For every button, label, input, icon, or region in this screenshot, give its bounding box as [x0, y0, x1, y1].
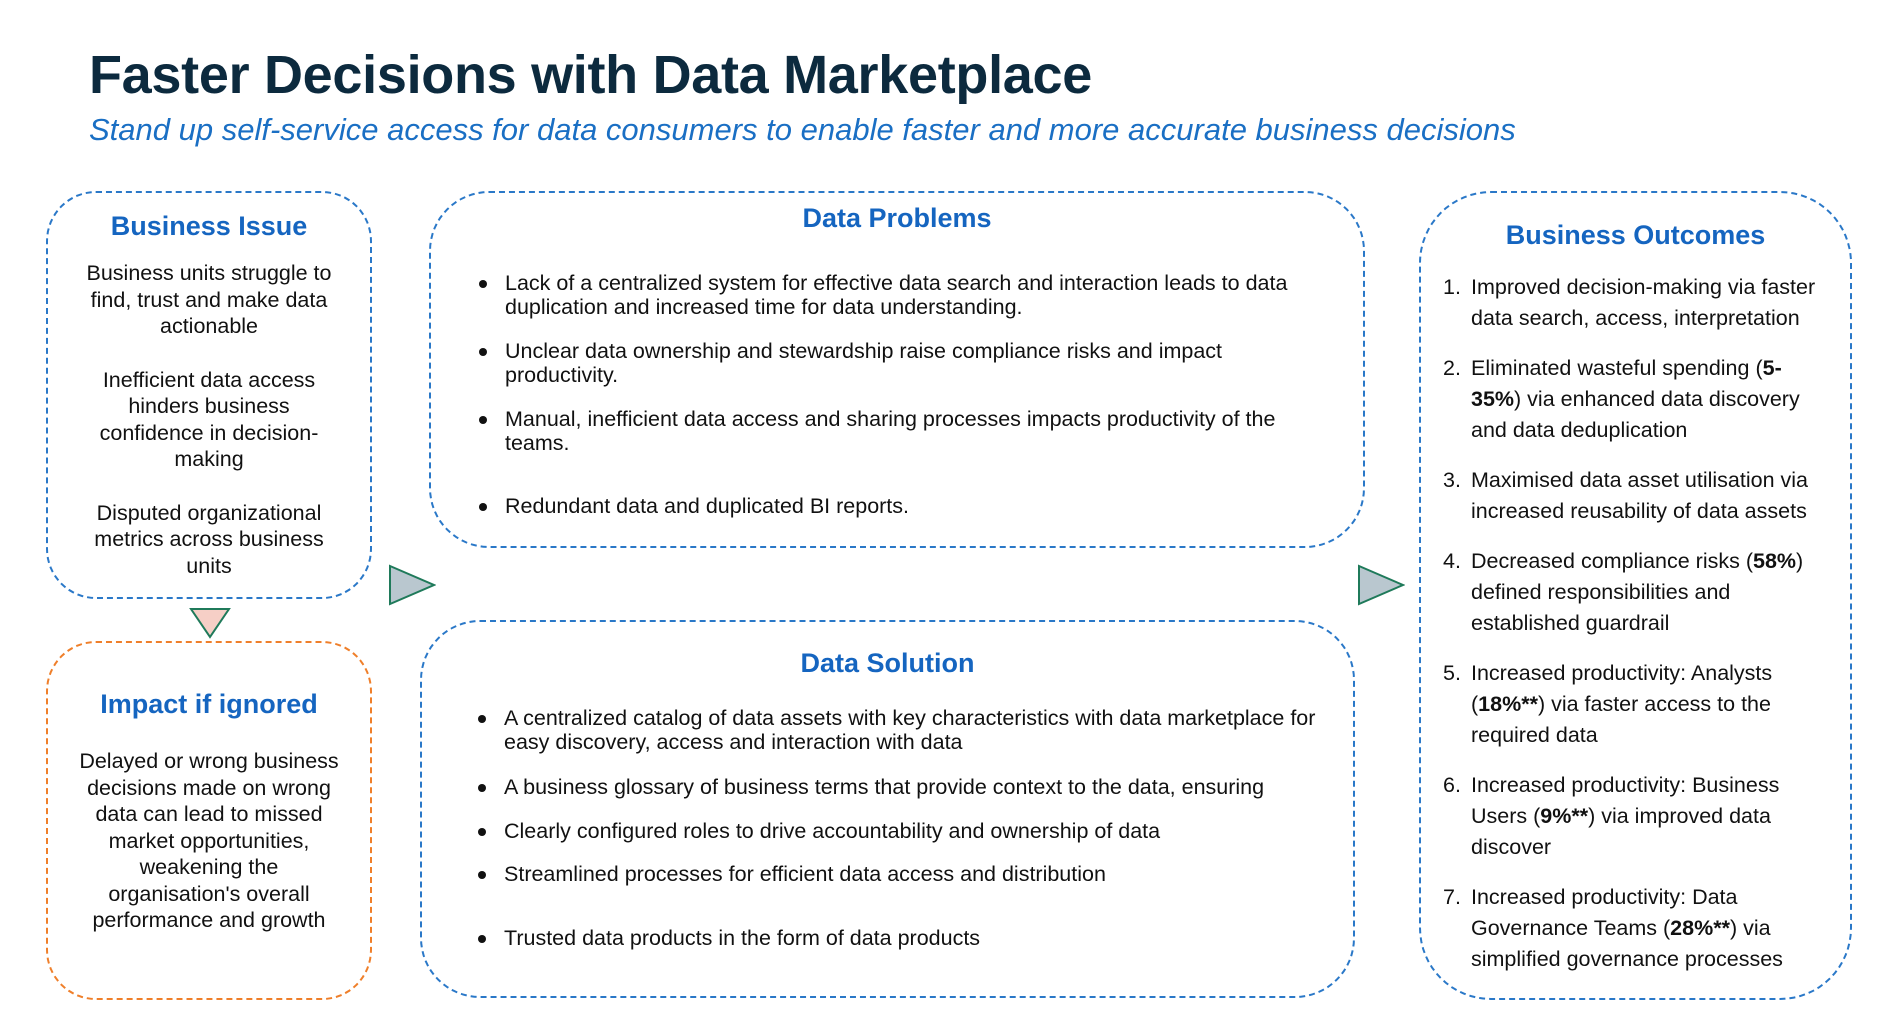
right-arrow-icon: [1358, 564, 1405, 606]
outcome-figure: 5-35%: [1471, 356, 1782, 411]
outcome-item: 5. Increased productivity: Analysts (18%*…: [1421, 658, 1830, 751]
right-arrow-icon: [389, 564, 436, 606]
data-solution-item: Streamlined processes for efficient data…: [452, 862, 1323, 886]
outcome-text: Increased productivity: Analysts (: [1471, 661, 1773, 716]
impact-heading: Impact if ignored: [100, 689, 318, 719]
business-issue-paragraph: Inefficient data access hinders business…: [99, 367, 319, 472]
outcome-text: ) via simplified governance processes: [1471, 916, 1783, 971]
impact-text: Delayed or wrong business decisions made…: [79, 749, 339, 932]
data-problem-item: Lack of a centralized system for effecti…: [453, 271, 1293, 319]
outcome-number: 4.: [1443, 549, 1461, 573]
outcome-text: Eliminated wasteful spending (: [1471, 356, 1763, 380]
outcome-number: 1.: [1443, 275, 1461, 299]
outcome-text: Maximised data asset utilisation via inc…: [1471, 468, 1808, 523]
data-solution-item: Clearly configured roles to drive accoun…: [452, 819, 1323, 843]
data-problem-item: Manual, inefficient data access and shar…: [453, 407, 1283, 455]
business-issue-heading: Business Issue: [110, 211, 308, 241]
outcome-text: ) defined responsibilities and establish…: [1471, 549, 1804, 635]
outcome-number: 6.: [1443, 773, 1461, 797]
outcome-number: 3.: [1443, 468, 1461, 492]
business-issue-box: Business Issue Business units struggle t…: [46, 191, 372, 599]
outcome-text: ) via enhanced data discovery and data d…: [1471, 387, 1800, 442]
outcome-item: 6. Increased productivity: Business Users…: [1421, 770, 1830, 863]
outcome-number: 7.: [1443, 885, 1461, 909]
outcome-text: ) via faster access to the required data: [1471, 692, 1771, 747]
outcome-number: 5.: [1443, 661, 1461, 685]
business-issue-paragraph: Business units struggle to find, trust a…: [86, 261, 332, 338]
outcome-number: 2.: [1443, 356, 1461, 380]
outcome-text: Improved decision-making via faster data…: [1471, 275, 1816, 330]
data-problems-heading: Data Problems: [802, 203, 992, 233]
outcome-item: 1. Improved decision-making via faster da…: [1421, 272, 1830, 334]
business-outcomes-box: Business Outcomes 1. Improved decision-ma…: [1419, 191, 1852, 1000]
outcome-item: 3. Maximised data asset utilisation via i…: [1421, 465, 1830, 527]
data-solution-item: A business glossary of business terms th…: [452, 775, 1323, 799]
outcome-item: 7. Increased productivity: Data Governanc…: [1421, 882, 1830, 975]
data-solution-item: Trusted data products in the form of dat…: [452, 926, 1323, 950]
data-solution-box: Data Solution A centralized catalog of d…: [420, 620, 1355, 998]
data-solution-heading: Data Solution: [800, 648, 975, 678]
data-problem-item: Unclear data ownership and stewardship r…: [453, 339, 1253, 387]
outcome-text: Decreased compliance risks (: [1471, 549, 1753, 573]
page-subtitle: Stand up self-service access for data co…: [89, 112, 1516, 147]
outcome-figure: 58%: [1753, 549, 1797, 573]
impact-box: Impact if ignored Delayed or wrong busin…: [46, 641, 372, 1000]
outcome-figure: 9%**: [1540, 804, 1589, 828]
outcome-item: 4. Decreased compliance risks (58%) defin…: [1421, 546, 1830, 639]
business-issue-paragraph: Disputed organizational metrics across b…: [94, 500, 324, 578]
down-arrow-icon: [189, 608, 231, 639]
data-problem-item: Redundant data and duplicated BI reports…: [453, 494, 1293, 518]
business-outcomes-heading: Business Outcomes: [1505, 220, 1766, 250]
outcome-figure: 18%**: [1478, 692, 1538, 716]
outcome-figure: 28%**: [1670, 916, 1730, 940]
outcome-text: ) via improved data discover: [1471, 804, 1771, 859]
data-problems-box: Data Problems Lack of a centralized syst…: [429, 191, 1365, 548]
outcome-item: 2. Eliminated wasteful spending (5-35%) v…: [1421, 353, 1830, 446]
data-solution-item: A centralized catalog of data assets wit…: [452, 706, 1323, 754]
outcome-text: Increased productivity: Business Users (: [1471, 773, 1780, 828]
page-title: Faster Decisions with Data Marketplace: [89, 45, 1092, 105]
outcome-text: Increased productivity: Data Governance …: [1471, 885, 1738, 940]
